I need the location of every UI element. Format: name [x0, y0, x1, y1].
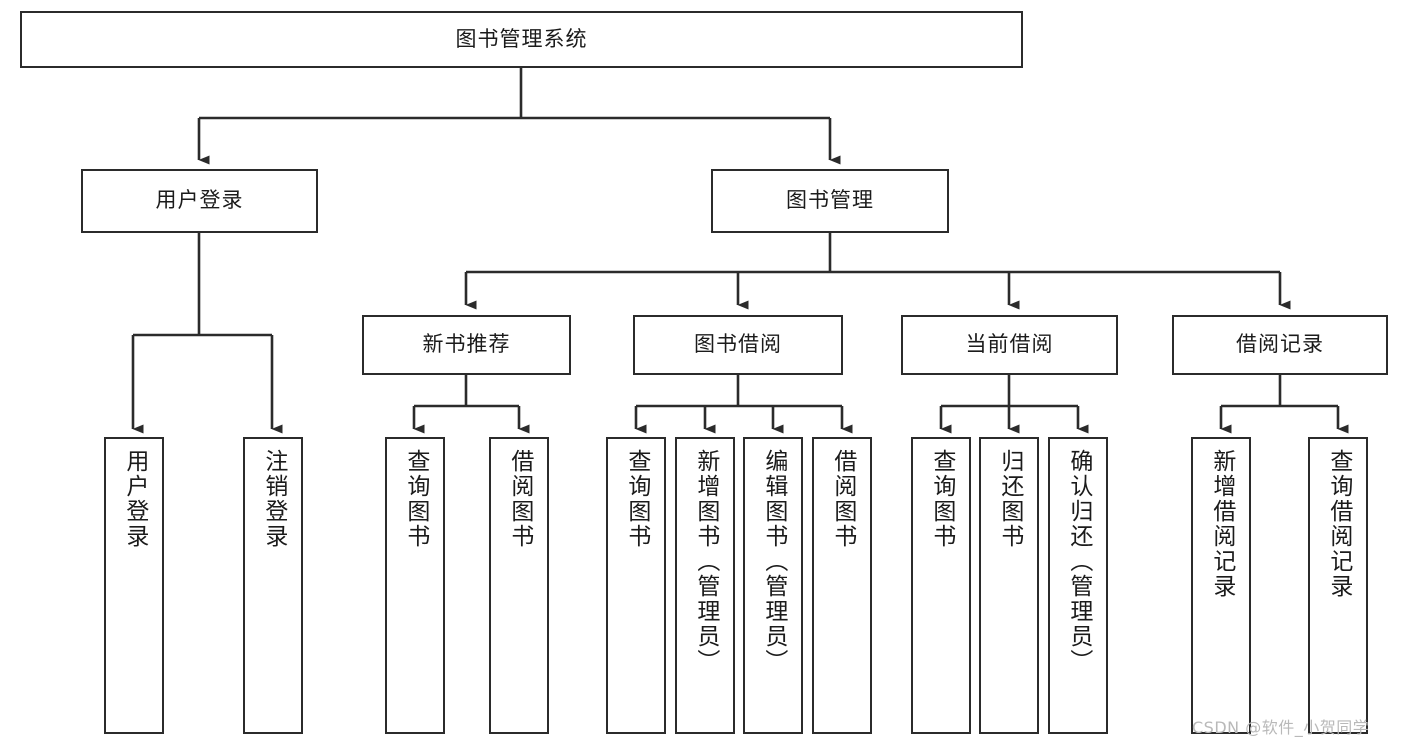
node-label: 借阅图书 [506, 449, 533, 549]
node-root-system[interactable]: 图书管理系统 [20, 11, 1023, 68]
node-label: 当前借阅 [965, 332, 1054, 357]
leaf-borrow-record-query[interactable]: 查询借阅记录 [1308, 437, 1368, 734]
node-user-login[interactable]: 用户登录 [81, 169, 318, 233]
node-label: 归还图书 [996, 449, 1023, 549]
node-label: 借阅图书 [829, 449, 856, 549]
leaf-current-borrow-query[interactable]: 查询图书 [911, 437, 971, 734]
node-label: 图书管理 [786, 188, 874, 213]
node-label: 注销登录 [260, 449, 287, 549]
leaf-new-book-query[interactable]: 查询图书 [385, 437, 445, 734]
node-borrow-record[interactable]: 借阅记录 [1172, 315, 1388, 375]
node-label: 图书管理系统 [455, 26, 588, 51]
node-book-management[interactable]: 图书管理 [711, 169, 949, 233]
leaf-book-borrow-query[interactable]: 查询图书 [606, 437, 666, 734]
node-label: 用户登录 [121, 449, 148, 549]
node-label: 新增借阅记录 [1208, 449, 1235, 599]
leaf-borrow-record-add[interactable]: 新增借阅记录 [1191, 437, 1251, 734]
leaf-book-borrow-borrow[interactable]: 借阅图书 [812, 437, 872, 734]
node-label: 查询图书 [623, 449, 650, 549]
node-label: 新增图书（管理员） [692, 449, 719, 674]
node-new-book-recommend[interactable]: 新书推荐 [362, 315, 571, 375]
node-book-borrow[interactable]: 图书借阅 [633, 315, 843, 375]
node-current-borrow[interactable]: 当前借阅 [901, 315, 1118, 375]
csdn-watermark: CSDN @软件_小贺同学 [1192, 718, 1370, 737]
leaf-user-login-logout[interactable]: 注销登录 [243, 437, 303, 734]
node-label: 编辑图书（管理员） [760, 449, 787, 674]
node-label: 确认归还（管理员） [1065, 449, 1092, 674]
node-label: 查询图书 [402, 449, 429, 549]
node-label: 借阅记录 [1236, 332, 1324, 357]
leaf-book-borrow-add[interactable]: 新增图书（管理员） [675, 437, 735, 734]
node-label: 查询借阅记录 [1325, 449, 1352, 599]
leaf-book-borrow-edit[interactable]: 编辑图书（管理员） [743, 437, 803, 734]
node-label: 新书推荐 [422, 332, 511, 357]
node-label: 图书借阅 [694, 332, 782, 357]
node-label: 查询图书 [928, 449, 955, 549]
leaf-user-login-login[interactable]: 用户登录 [104, 437, 164, 734]
node-label: 用户登录 [155, 188, 244, 213]
leaf-current-borrow-return[interactable]: 归还图书 [979, 437, 1039, 734]
leaf-new-book-borrow[interactable]: 借阅图书 [489, 437, 549, 734]
leaf-current-borrow-confirm-return[interactable]: 确认归还（管理员） [1048, 437, 1108, 734]
